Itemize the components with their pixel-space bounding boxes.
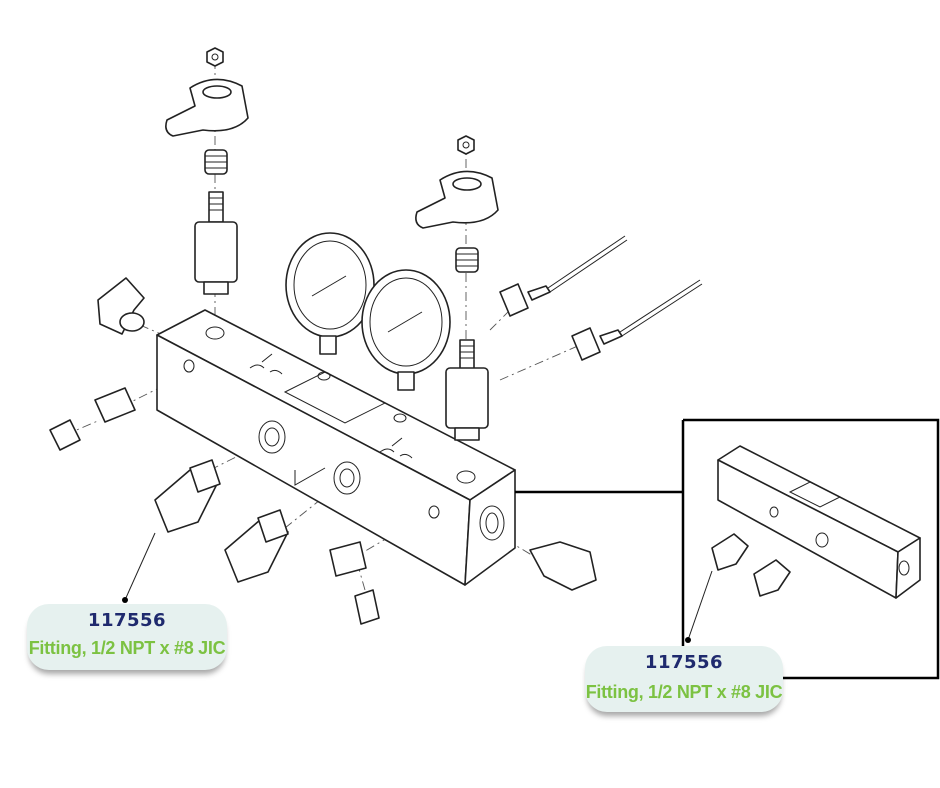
fittings bbox=[49, 277, 597, 625]
part-callout-left: 117556 Fitting, 1/2 NPT x #8 JIC bbox=[27, 604, 227, 670]
part-description: Fitting, 1/2 NPT x #8 JIC bbox=[28, 638, 226, 658]
manifold-block bbox=[156, 309, 516, 586]
temperature-probes bbox=[499, 235, 703, 361]
left-valve-assembly bbox=[165, 47, 249, 295]
part-number: 117556 bbox=[644, 652, 724, 673]
pressure-gauges bbox=[285, 232, 451, 391]
detail-inset bbox=[681, 418, 940, 680]
part-description: Fitting, 1/2 NPT x #8 JIC bbox=[585, 682, 783, 702]
right-valve-assembly bbox=[415, 135, 499, 441]
left-leader-line bbox=[124, 532, 156, 601]
part-callout-right: 117556 Fitting, 1/2 NPT x #8 JIC bbox=[585, 646, 783, 712]
part-number: 117556 bbox=[87, 610, 167, 631]
left-leader-dot bbox=[122, 597, 128, 603]
